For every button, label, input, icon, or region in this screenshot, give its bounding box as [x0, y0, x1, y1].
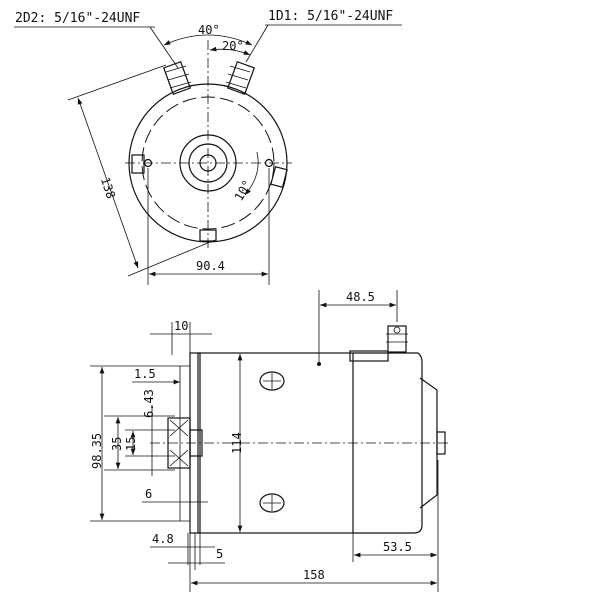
mount-tab-bottom — [199, 229, 217, 242]
dim-48-5-label: 48.5 — [346, 290, 375, 304]
dim-5-label: 5 — [216, 547, 223, 561]
dim-138-label: 138 — [98, 176, 118, 201]
dim-10-label: 10 — [174, 319, 188, 333]
dim-114-label: 114 — [230, 432, 244, 454]
dim-158-label: 158 — [303, 568, 325, 582]
screw-top — [259, 371, 285, 391]
terminal-1d1 — [225, 60, 256, 96]
angle-10-arc — [244, 151, 259, 196]
dim-138-line — [77, 97, 139, 269]
dim-90-4-label: 90.4 — [196, 259, 225, 273]
screw-bottom — [259, 493, 285, 513]
dim-4-8-label: 4.8 — [152, 532, 174, 546]
front-view: 2D2: 5/16"-24UNF 1D1: 5/16"-24UNF 40° 20… — [14, 9, 402, 285]
angle-20-arc — [209, 46, 251, 56]
terminal-plate — [349, 350, 389, 362]
leader-1d1 — [245, 24, 269, 63]
dim-35-label: 35 — [110, 437, 124, 451]
dim-6-label: 6 — [145, 487, 152, 501]
motor-body — [197, 352, 354, 534]
ext-line-138-top — [67, 64, 167, 101]
angle-10-label: 10° — [232, 178, 255, 204]
dim-15-label: 15 — [124, 437, 138, 451]
leader-2d2 — [149, 26, 179, 69]
terminal-1d1-label: 1D1: 5/16"-24UNF — [268, 9, 393, 24]
dim-1-5-label: 1.5 — [134, 367, 156, 381]
ext-line-138-bottom — [127, 239, 216, 277]
side-terminal — [386, 325, 408, 353]
mount-hole-right — [264, 158, 274, 168]
marker-dot — [317, 362, 321, 366]
end-cap — [353, 352, 423, 534]
angle-40-label: 40° — [198, 23, 220, 37]
angle-20-label: 20° — [222, 39, 244, 53]
dim-98-35-label: 98.35 — [90, 433, 104, 469]
terminal-2d2-label: 2D2: 5/16"-24UNF — [15, 11, 140, 26]
terminal-2d2 — [162, 60, 192, 96]
side-view: 48.5 10 1.5 98.35 35 15 6.43 114 6 4.8 5… — [90, 290, 450, 592]
dim-6-43-label: 6.43 — [142, 389, 156, 418]
dim-53-5-label: 53.5 — [383, 540, 412, 554]
angle-40-arc — [163, 34, 253, 46]
mount-tab-right — [270, 166, 288, 188]
